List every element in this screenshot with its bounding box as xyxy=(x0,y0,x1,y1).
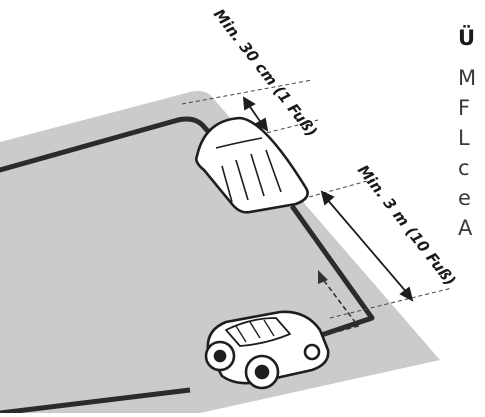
side-line-2: F xyxy=(458,96,471,120)
boundary-wire-corner xyxy=(175,116,228,153)
return-path-arrowhead xyxy=(318,270,328,284)
boundary-wire xyxy=(0,117,181,173)
boundary-wire-bottom xyxy=(0,387,191,416)
side-heading: Ü xyxy=(458,26,476,50)
side-line-5: e xyxy=(458,186,471,210)
side-distance-label: Min. 3 m (10 Fuß) xyxy=(354,161,459,289)
charging-station-icon xyxy=(195,116,309,214)
clearance-arrow xyxy=(242,96,269,132)
side-line-4: c xyxy=(458,156,470,180)
side-line-1: M xyxy=(458,66,477,90)
distance-arrow xyxy=(320,190,414,302)
side-line-3: L xyxy=(458,126,470,150)
side-line-6: A xyxy=(458,216,473,240)
robotic-mower-icon xyxy=(204,310,330,390)
